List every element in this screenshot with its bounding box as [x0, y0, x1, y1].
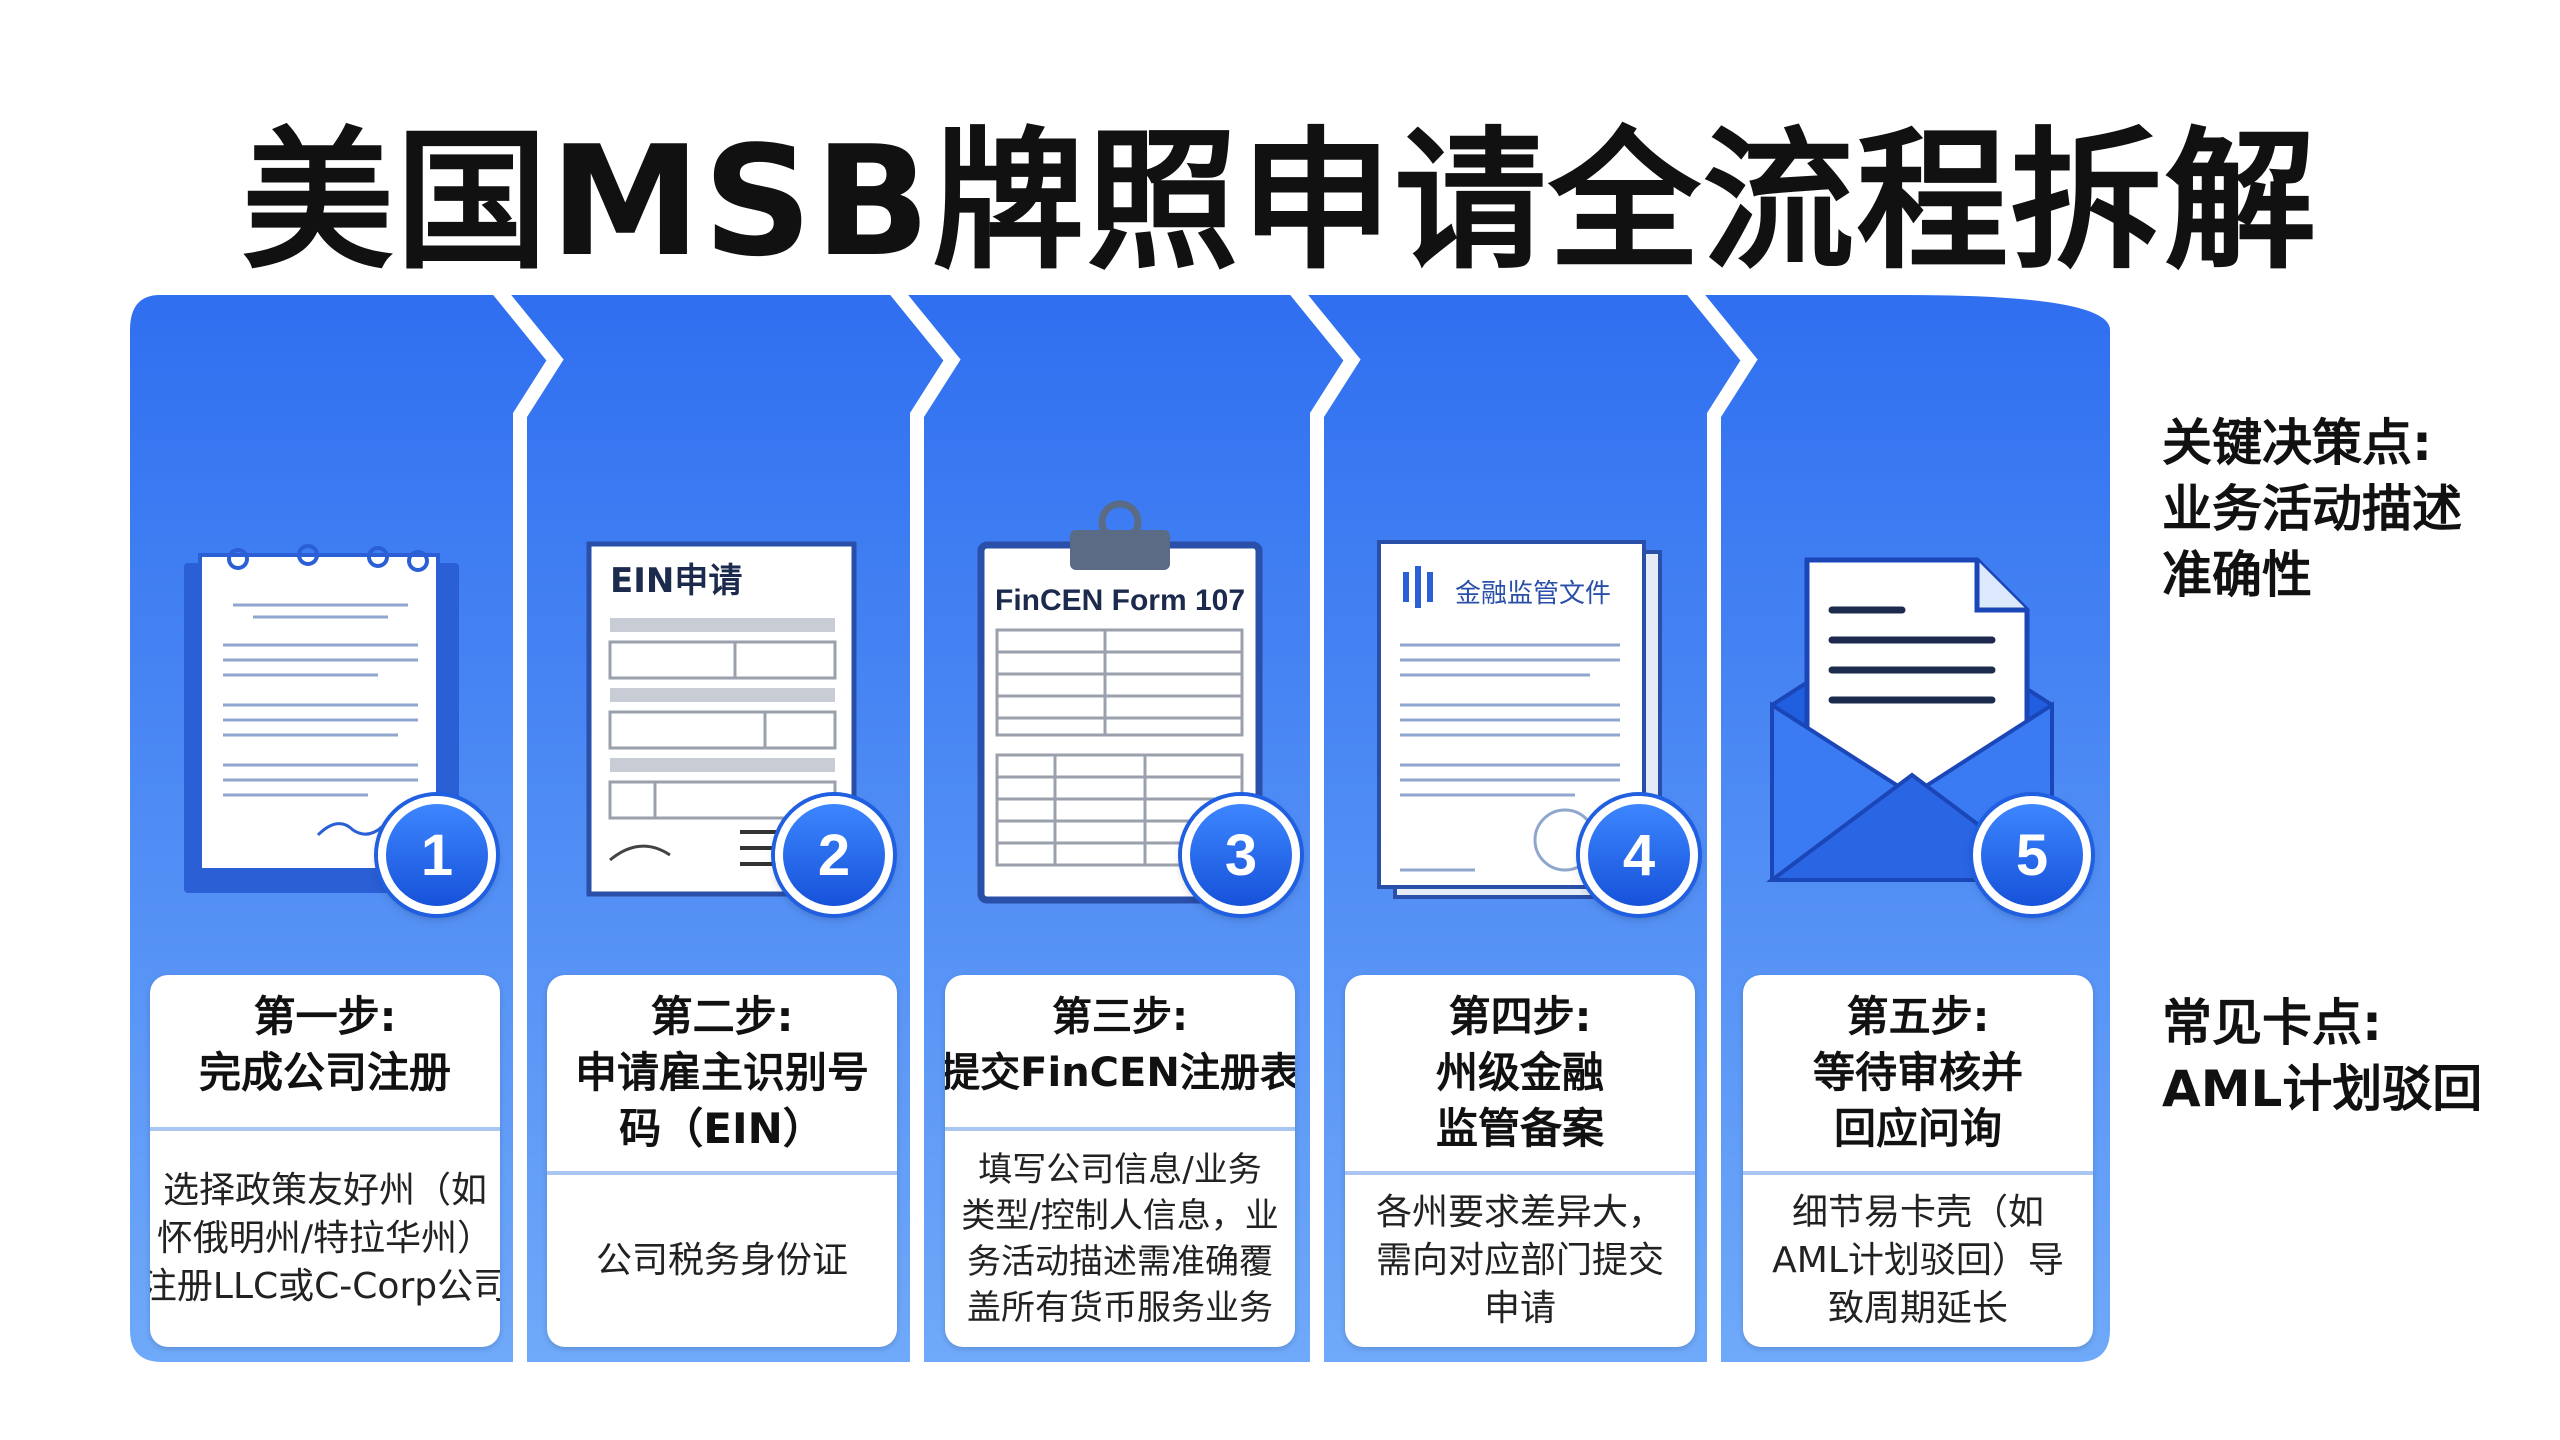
step-5-description-line: 致周期延长: [1827, 1288, 2008, 1329]
step-3-heading-line: 提交FinCEN注册表: [945, 1050, 1295, 1096]
step-3-description-line: 填写公司信息/业务: [978, 1150, 1262, 1190]
key-decision-note-line: 关键决策点:: [2162, 414, 2432, 472]
step-1-heading-line: 第一步:: [253, 992, 397, 1041]
step-2-number-badge: 2: [775, 796, 893, 914]
step-2-description: 公司税务身份证: [547, 1175, 897, 1347]
step-2-heading: 第二步: 申请雇主识别号 码（EIN）: [547, 975, 897, 1157]
step-1-heading-line: 完成公司注册: [198, 1048, 451, 1097]
step-4-number-badge: 4: [1580, 796, 1698, 914]
key-decision-note-line: 准确性: [2162, 546, 2312, 604]
step-1-heading: 第一步: 完成公司注册: [150, 975, 500, 1101]
step-1-card: 第一步: 完成公司注册 选择政策友好州（如 怀俄明州/特拉华州） 注册LLC或C…: [150, 975, 500, 1347]
common-blocker-note-line: 常见卡点:: [2162, 994, 2382, 1052]
chevron-separator: [881, 275, 961, 1370]
step-2-heading-line: 码（EIN）: [619, 1104, 825, 1153]
step-3-number-badge: 3: [1182, 796, 1300, 914]
step-2-heading-line: 申请雇主识别号: [574, 1048, 869, 1097]
step-1-description: 选择政策友好州（如 怀俄明州/特拉华州） 注册LLC或C-Corp公司: [150, 1131, 500, 1347]
common-blocker-note-line: AML计划驳回: [2162, 1060, 2483, 1118]
step-5-card: 第五步: 等待审核并 回应问询 细节易卡壳（如 AML计划驳回）导 致周期延长: [1743, 975, 2093, 1347]
step-4-heading-line: 监管备案: [1435, 1104, 1604, 1153]
step-5-description-line: 细节易卡壳（如: [1791, 1192, 2044, 1233]
step-3-card: 第三步: 提交FinCEN注册表 填写公司信息/业务 类型/控制人信息，业 务活…: [945, 975, 1295, 1347]
step-4-heading-line: 州级金融: [1435, 1048, 1604, 1097]
step-3-heading-line: 第三步:: [1052, 994, 1188, 1040]
step-5-heading: 第五步: 等待审核并 回应问询: [1743, 975, 2093, 1157]
step-4-heading-line: 第四步:: [1448, 992, 1592, 1041]
card-divider: [1345, 1171, 1695, 1175]
step-4-description-line: 需向对应部门提交: [1375, 1240, 1664, 1281]
step-3-description-line: 务活动描述需准确覆: [967, 1242, 1273, 1282]
step-3-heading: 第三步: 提交FinCEN注册表: [945, 975, 1295, 1101]
step-4-description: 各州要求差异大， 需向对应部门提交 申请: [1345, 1175, 1695, 1347]
step-2-description-line: 公司税务身份证: [595, 1240, 848, 1281]
card-divider: [945, 1127, 1295, 1131]
step-4-card: 第四步: 州级金融 监管备案 各州要求差异大， 需向对应部门提交 申请: [1345, 975, 1695, 1347]
step-5-number-badge: 5: [1973, 796, 2091, 914]
step-4-description-line: 各州要求差异大，: [1375, 1192, 1664, 1233]
step-2-card: 第二步: 申请雇主识别号 码（EIN） 公司税务身份证: [547, 975, 897, 1347]
card-divider: [547, 1171, 897, 1175]
step-5-heading-line: 第五步:: [1846, 992, 1990, 1041]
fincen-form-label: FinCEN Form 107: [995, 584, 1245, 617]
step-1-description-line: 注册LLC或C-Corp公司: [150, 1266, 500, 1307]
step-3-description-line: 类型/控制人信息，业: [961, 1196, 1279, 1236]
step-3-description-line: 盖所有货币服务业务: [967, 1288, 1273, 1328]
step-5-heading-line: 回应问询: [1833, 1104, 2002, 1153]
regulatory-doc-label: 金融监管文件: [1455, 579, 1611, 609]
step-1-description-line: 选择政策友好州（如: [162, 1170, 487, 1211]
step-1-description-line: 怀俄明州/特拉华州）: [156, 1218, 494, 1259]
step-4-heading: 第四步: 州级金融 监管备案: [1345, 975, 1695, 1157]
chevron-separator: [484, 275, 564, 1370]
envelope-letter-icon: [1766, 557, 2058, 882]
step-3-description: 填写公司信息/业务 类型/控制人信息，业 务活动描述需准确覆 盖所有货币服务业务: [945, 1131, 1295, 1347]
step-5-heading-line: 等待审核并: [1812, 1048, 2023, 1097]
step-1-number-badge: 1: [378, 796, 496, 914]
card-divider: [150, 1127, 500, 1131]
common-blocker-note: 常见卡点: AML计划驳回: [2162, 990, 2482, 1122]
clipboard-form-icon: FinCEN Form 107: [977, 500, 1263, 904]
step-5-description: 细节易卡壳（如 AML计划驳回）导 致周期延长: [1743, 1175, 2093, 1347]
step-2-heading-line: 第二步:: [650, 992, 794, 1041]
step-5-description-line: AML计划驳回）导: [1772, 1240, 2064, 1281]
chevron-separator: [1678, 275, 1758, 1370]
page-title: 美国MSB牌照申请全流程拆解: [241, 113, 2319, 290]
ein-doc-label: EIN申请: [610, 561, 742, 601]
chevron-separator: [1281, 275, 1361, 1370]
step-4-description-line: 申请: [1483, 1288, 1556, 1329]
card-divider: [1743, 1171, 2093, 1175]
key-decision-note-line: 业务活动描述: [2162, 480, 2462, 538]
key-decision-note: 关键决策点: 业务活动描述 准确性: [2162, 410, 2462, 608]
